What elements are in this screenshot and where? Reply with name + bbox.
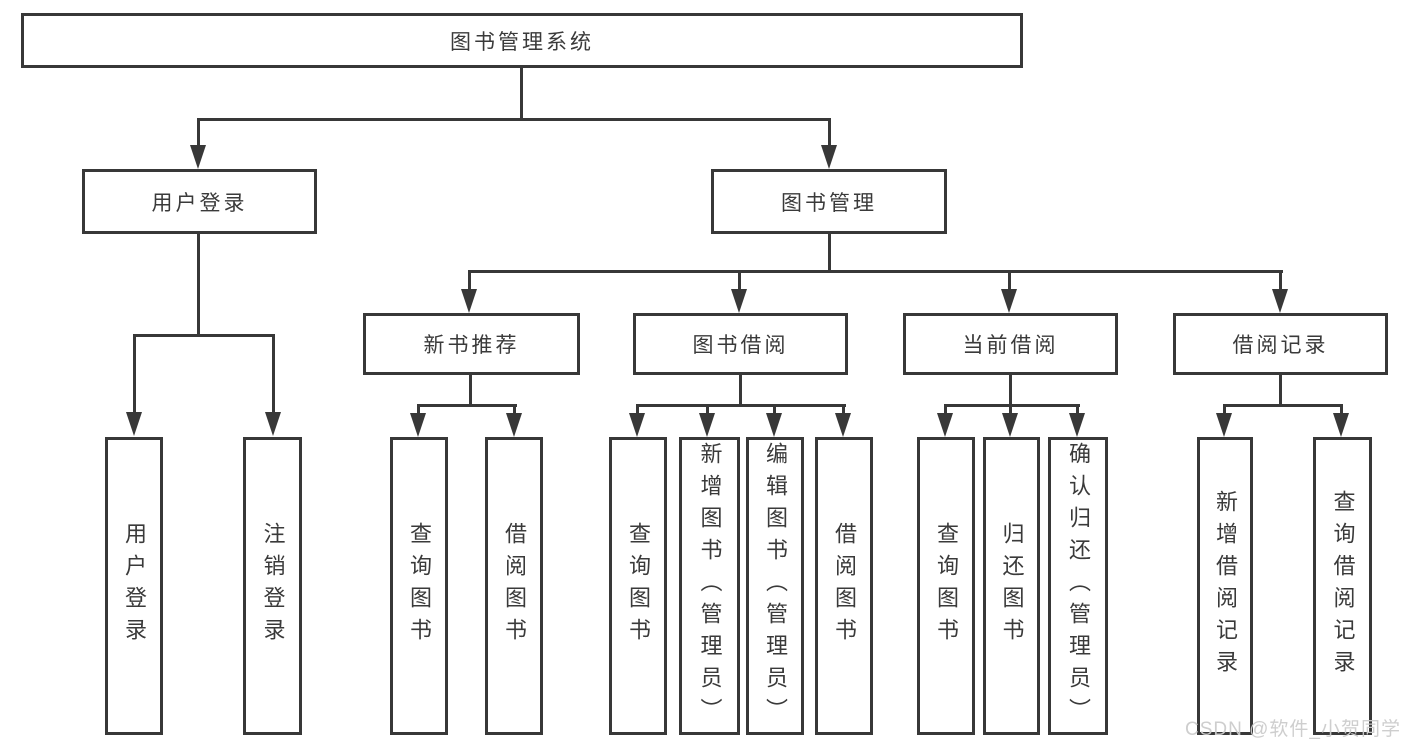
connector-stem [469,375,472,407]
arrowhead-down [699,413,715,437]
node-query-book-borrowing: 查询图书 [609,437,667,735]
node-label: 用户登录 [122,522,147,650]
connector-arrow-stem [842,404,845,415]
node-confirm-return-admin: 确认归还（管理员） [1048,437,1108,735]
connector-arrow-stem [133,334,136,414]
arrowhead-down [410,413,426,437]
connector-arrow-stem [513,404,516,415]
arrowhead-down [1002,413,1018,437]
connector-login-rail [133,334,275,337]
arrowhead-down [506,413,522,437]
connector-arrow-stem [1223,404,1226,415]
arrowhead-down [821,145,837,169]
connector-stem [739,375,742,407]
arrowhead-down [1272,289,1288,313]
node-label: 查询借阅记录 [1330,490,1356,682]
node-label: 查询图书 [934,522,959,650]
node-book-borrowing: 图书借阅 [633,313,848,375]
node-label: 确认归还（管理员） [1066,442,1091,730]
node-book-management: 图书管理 [711,169,947,234]
node-query-book-recommend: 查询图书 [390,437,448,735]
connector-level2-rail [197,118,831,121]
node-label: 借阅记录 [1232,334,1329,357]
arrowhead-down [265,412,281,436]
connector-rail [417,404,517,407]
node-library-system: 图书管理系统 [21,13,1023,68]
arrowhead-down [1216,413,1232,437]
connector-mgmt-stem [828,234,831,273]
node-label: 图书管理 [781,191,877,215]
node-label: 新增图书（管理员） [697,442,723,730]
node-user-login-leaf: 用户登录 [105,437,163,735]
node-return-book: 归还图书 [983,437,1040,735]
connector-arrow-stem [1076,404,1079,415]
connector-arrow-stem [1008,270,1011,290]
connector-stem [1279,375,1282,407]
connector-login-stem [197,234,200,337]
watermark: CSDN @软件_小贺同学 [1185,719,1401,740]
node-label: 借阅图书 [832,522,857,650]
connector-arrow-stem [272,334,275,414]
connector-arrow-stem [417,404,420,415]
node-label: 新书推荐 [423,334,520,357]
arrowhead-down [1333,413,1349,437]
node-label: 新增借阅记录 [1213,490,1238,682]
arrowhead-down [835,413,851,437]
arrowhead-down [190,145,206,169]
connector-stem [1009,375,1012,407]
node-new-book-recommend: 新书推荐 [363,313,580,375]
connector-arrow-stem [468,270,471,290]
arrowhead-down [766,413,782,437]
connector-arrow-stem [773,404,776,415]
arrowhead-down [731,289,747,313]
node-edit-book-admin: 编辑图书（管理员） [746,437,804,735]
connector-arrow-stem [1009,404,1012,415]
node-current-borrowing: 当前借阅 [903,313,1118,375]
node-label: 归还图书 [999,522,1025,650]
connector-arrow-stem [636,404,639,415]
node-user-login: 用户登录 [82,169,317,234]
connector-rail [944,404,1080,407]
node-label: 用户登录 [151,191,248,215]
connector-arrow-stem [1279,270,1282,290]
arrowhead-down [629,413,645,437]
node-label: 当前借阅 [962,334,1059,357]
node-label: 注销登录 [260,522,286,650]
node-label: 查询图书 [407,522,432,650]
node-label: 借阅图书 [502,522,527,650]
arrowhead-down [1001,289,1017,313]
node-borrow-book-borrowing: 借阅图书 [815,437,873,735]
connector-arrow-stem [738,270,741,290]
node-label: 查询图书 [626,522,651,650]
arrowhead-down [126,412,142,436]
connector-arrow-stem [706,404,709,415]
connector-rail [1223,404,1343,407]
connector-arrow-stem [197,118,200,148]
node-label: 图书管理系统 [450,30,594,54]
connector-rail [636,404,846,407]
node-borrow-book-recommend: 借阅图书 [485,437,543,735]
connector-arrow-stem [944,404,947,415]
connector-root-stem [520,68,523,120]
connector-level3-rail [468,270,1283,273]
node-label: 图书借阅 [692,334,789,357]
arrowhead-down [1069,413,1085,437]
node-query-book-current: 查询图书 [917,437,975,735]
node-query-borrow-record: 查询借阅记录 [1313,437,1372,735]
node-logout: 注销登录 [243,437,302,735]
connector-arrow-stem [828,118,831,148]
node-borrowing-records: 借阅记录 [1173,313,1388,375]
node-label: 编辑图书（管理员） [763,442,788,730]
connector-arrow-stem [1340,404,1343,415]
arrowhead-down [461,289,477,313]
node-add-borrow-record: 新增借阅记录 [1197,437,1253,735]
arrowhead-down [937,413,953,437]
node-add-book-admin: 新增图书（管理员） [679,437,740,735]
